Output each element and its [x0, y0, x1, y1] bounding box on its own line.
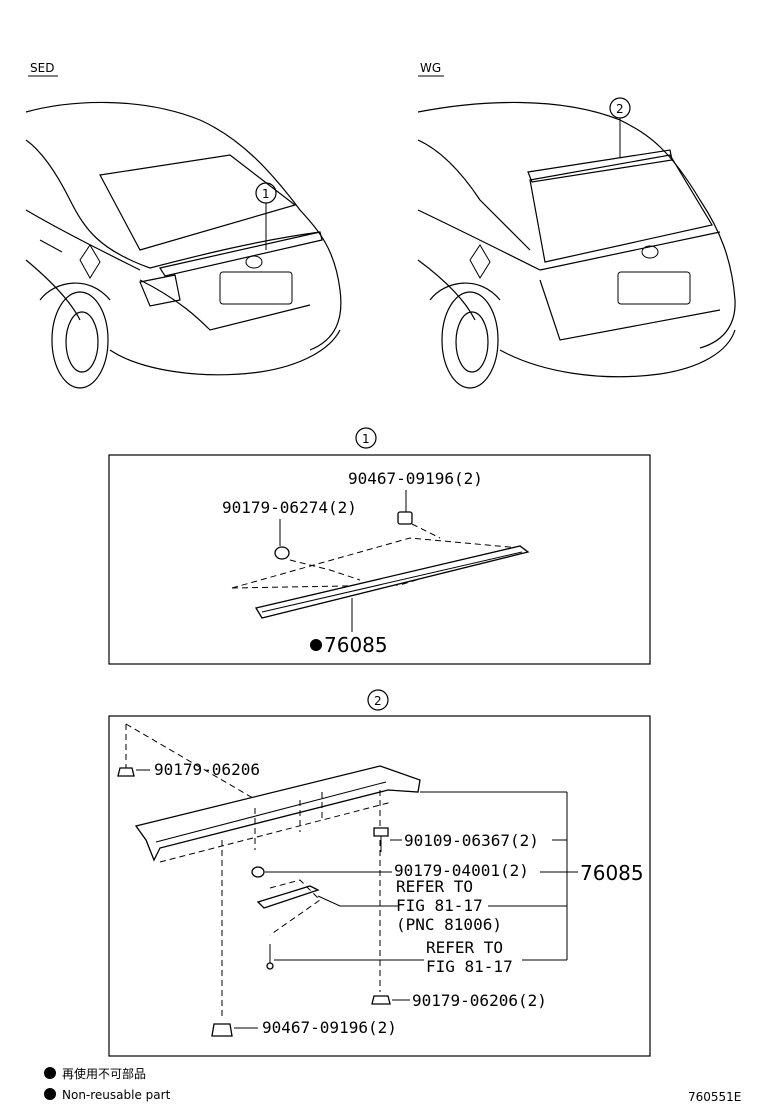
lamp-icon — [256, 885, 320, 909]
clip-bottom-left-icon — [211, 1023, 233, 1037]
non-reusable-mark — [310, 639, 322, 651]
bolt-icon — [373, 827, 389, 837]
box2-part-d: 90179-06206(2) — [412, 991, 547, 1010]
legend-jp: 再使用不可部品 — [62, 1066, 146, 1081]
box2-part-c: 90179-04001(2) — [394, 861, 529, 880]
figure-id: 760551E — [688, 1090, 741, 1104]
legend: 再使用不可部品 Non-reusable part — [44, 1066, 171, 1102]
wagon-label: WG — [420, 61, 441, 75]
box2-assembly: 76085 — [580, 861, 644, 885]
detail-box-2: 2 90179-06206 90109-06367(2) 90179-04001… — [108, 689, 651, 1057]
screw-icon — [266, 962, 274, 970]
box2-refer1-line2: FIG 81-17 — [396, 896, 483, 915]
nut-icon — [251, 866, 265, 878]
clip-topleft-icon — [117, 767, 135, 777]
box2-refer1-line3: (PNC 81006) — [396, 915, 502, 934]
clip-a-icon — [397, 511, 413, 525]
box2-part-e: 90467-09196(2) — [262, 1018, 397, 1037]
box2-refer1-line1: REFER TO — [396, 877, 473, 896]
callout-2-label: 2 — [616, 102, 624, 116]
detail-box-1: 1 90467-09196(2) 90179-06274(2) 76085 — [108, 427, 651, 665]
box2-part-a: 90179-06206 — [154, 760, 260, 779]
box1-part-a: 90467-09196(2) — [348, 469, 483, 488]
box1-callout: 1 — [362, 432, 370, 446]
legend-en: Non-reusable part — [62, 1088, 171, 1102]
callout-1-label: 1 — [262, 187, 270, 201]
box2-frame — [108, 715, 651, 1057]
box1-part-b: 90179-06274(2) — [222, 498, 357, 517]
box2-refer2-line1: REFER TO — [426, 938, 503, 957]
box1-assembly: 76085 — [324, 633, 388, 657]
box2-refer2-line2: FIG 81-17 — [426, 957, 513, 976]
legend-dot-en — [44, 1088, 56, 1100]
clip-b-icon — [274, 546, 290, 560]
box2-part-b: 90109-06367(2) — [404, 831, 539, 850]
box2-callout: 2 — [374, 694, 382, 708]
wagon-view: WG 2 — [417, 61, 736, 389]
spoiler-wagon-icon — [134, 765, 421, 862]
sedan-view: SED 1 — [25, 61, 342, 389]
legend-dot-jp — [44, 1067, 56, 1079]
box1-frame — [108, 454, 651, 665]
sedan-label: SED — [30, 61, 54, 75]
clip-bottom-right-icon — [371, 995, 391, 1005]
